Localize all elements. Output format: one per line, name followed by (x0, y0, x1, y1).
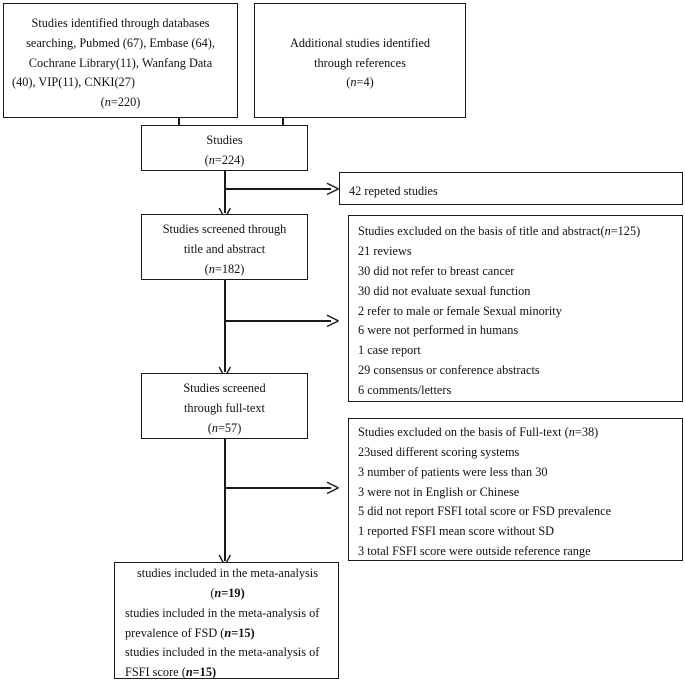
identification-references-line-1: Additional studies identified (289, 35, 431, 50)
identification-databases-count: (n=220) (100, 95, 141, 110)
connector-studies-to-repeated (224, 188, 331, 190)
box-included-studies: studies included in the meta-analysis (n… (114, 562, 339, 679)
excluded-full-text-reason: 23used different scoring systems (358, 444, 520, 459)
excluded-title-abstract-reason: 2 refer to male or female Sexual minorit… (358, 303, 562, 318)
excluded-full-text-reason: 3 were not in English or Chinese (358, 484, 520, 499)
arrowhead-studies-to-repeated (326, 182, 339, 196)
included-line-1: studies included in the meta-analysis (137, 565, 318, 580)
identification-databases-line-1: Studies identified through databases (31, 15, 210, 30)
connector-title-abstract-to-fulltext (224, 280, 226, 372)
screened-title-abstract-line-1: Studies screened through (162, 222, 287, 237)
repeated-studies-label: 42 repeted studies (349, 183, 438, 198)
excluded-title-abstract-reason: 30 did not evaluate sexual function (358, 283, 531, 298)
connector-fulltext-to-included (224, 439, 226, 561)
box-screened-full-text: Studies screened through full-text (n=57… (141, 373, 308, 439)
arrowhead-to-excluded-title-abstract (326, 314, 339, 328)
excluded-title-abstract-reason: 6 were not performed in humans (358, 323, 519, 338)
studies-total-title: Studies (206, 133, 243, 148)
excluded-title-abstract-reason: 6 comments/letters (358, 383, 452, 398)
connector-to-excluded-full-text (224, 487, 331, 489)
excluded-title-abstract-reason: 21 reviews (358, 243, 412, 258)
included-line-2a: studies included in the meta-analysis of (125, 605, 320, 620)
box-identification-databases: Studies identified through databases sea… (3, 3, 238, 118)
box-screened-title-abstract: Studies screened through title and abstr… (141, 214, 308, 280)
excluded-full-text-reason: 1 reported FSFI mean score without SD (358, 524, 555, 539)
arrowhead-to-excluded-full-text (326, 481, 339, 495)
excluded-title-abstract-reason: 1 case report (358, 343, 421, 358)
box-excluded-title-abstract: Studies excluded on the basis of title a… (348, 215, 683, 402)
connector-studies-to-screened (224, 171, 226, 213)
excluded-title-abstract-heading: Studies excluded on the basis of title a… (358, 223, 641, 238)
included-line-3a: studies included in the meta-analysis of (125, 645, 320, 660)
excluded-full-text-reason: 3 number of patients were less than 30 (358, 464, 548, 479)
included-count-1: (n=19) (210, 585, 245, 600)
box-excluded-full-text: Studies excluded on the basis of Full-te… (348, 418, 683, 561)
screened-full-text-count: (n=57) (207, 420, 242, 435)
included-line-2b: prevalence of FSD (n=15) (125, 625, 255, 640)
excluded-full-text-reason: 5 did not report FSFI total score or FSD… (358, 504, 612, 519)
identification-databases-line-4: (40), VIP(11), CNKI(27) (12, 75, 135, 90)
box-studies-total: Studies (n=224) (141, 125, 308, 171)
excluded-full-text-reason: 3 total FSFI score were outside referenc… (358, 544, 591, 559)
studies-total-count: (n=224) (204, 153, 245, 167)
screened-full-text-line-2: through full-text (184, 401, 265, 416)
included-line-3b: FSFI score (n=15) (125, 665, 217, 680)
screened-title-abstract-count: (n=182) (204, 261, 245, 276)
screened-full-text-line-1: Studies screened (183, 381, 266, 396)
box-identification-references: Additional studies identified through re… (254, 3, 466, 118)
box-repeated-studies: 42 repeted studies (339, 172, 683, 205)
connector-to-excluded-title-abstract (224, 320, 331, 322)
excluded-title-abstract-reason: 30 did not refer to breast cancer (358, 263, 515, 278)
excluded-full-text-heading: Studies excluded on the basis of Full-te… (358, 424, 599, 439)
excluded-title-abstract-reason: 29 consensus or conference abstracts (358, 363, 540, 378)
screened-title-abstract-line-2: title and abstract (183, 242, 266, 257)
identification-references-count: (n=4) (346, 75, 374, 90)
identification-references-line-2: through references (314, 55, 406, 70)
identification-databases-line-3: Cochrane Library(11), Wanfang Data (28, 55, 213, 70)
identification-databases-line-2: searching, Pubmed (67), Embase (64), (26, 35, 215, 50)
